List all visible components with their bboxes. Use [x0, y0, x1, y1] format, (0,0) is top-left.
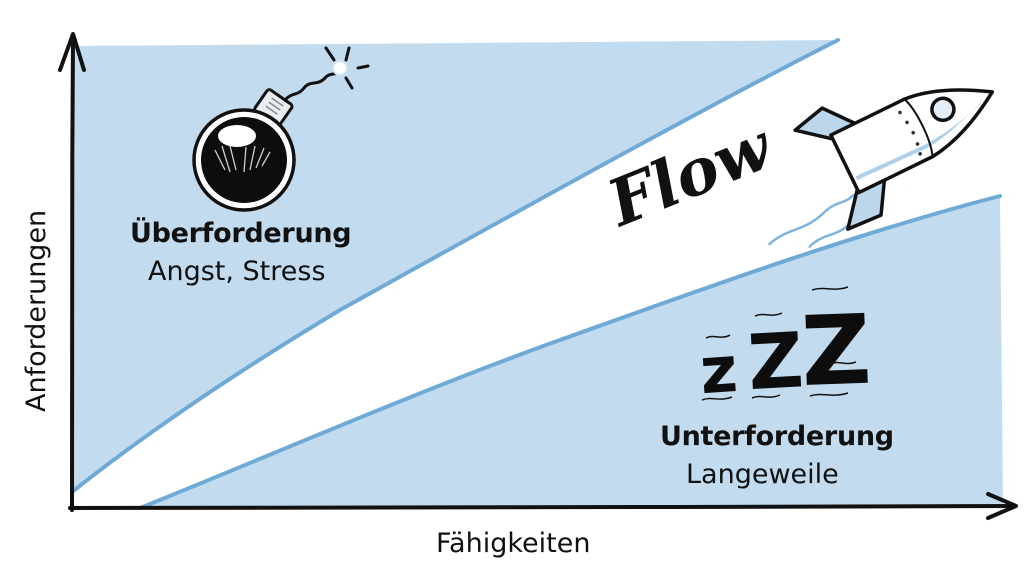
svg-text:Z: Z: [799, 294, 872, 408]
svg-text:z: z: [698, 333, 740, 409]
bomb-icon: [192, 46, 370, 212]
zone-underload-title: Unterforderung: [660, 421, 894, 452]
rocket-icon: [768, 88, 995, 248]
zone-overload-title: Überforderung: [130, 218, 352, 249]
upper-boundary-line: [70, 38, 840, 494]
zone-underload-subtitle: Langeweile: [686, 459, 839, 490]
svg-text:Z: Z: [746, 315, 806, 407]
zone-overload-subtitle: Angst, Stress: [148, 256, 326, 287]
zone-underload-area: [140, 196, 1003, 508]
x-axis: [68, 492, 1018, 520]
x-axis-label: Fähigkeiten: [436, 528, 591, 559]
y-axis: [58, 32, 86, 512]
zzz-sleep-icon: z Z Z: [698, 286, 873, 409]
y-axis-label: Anforderungen: [21, 209, 52, 412]
lower-boundary-line: [138, 194, 1002, 510]
